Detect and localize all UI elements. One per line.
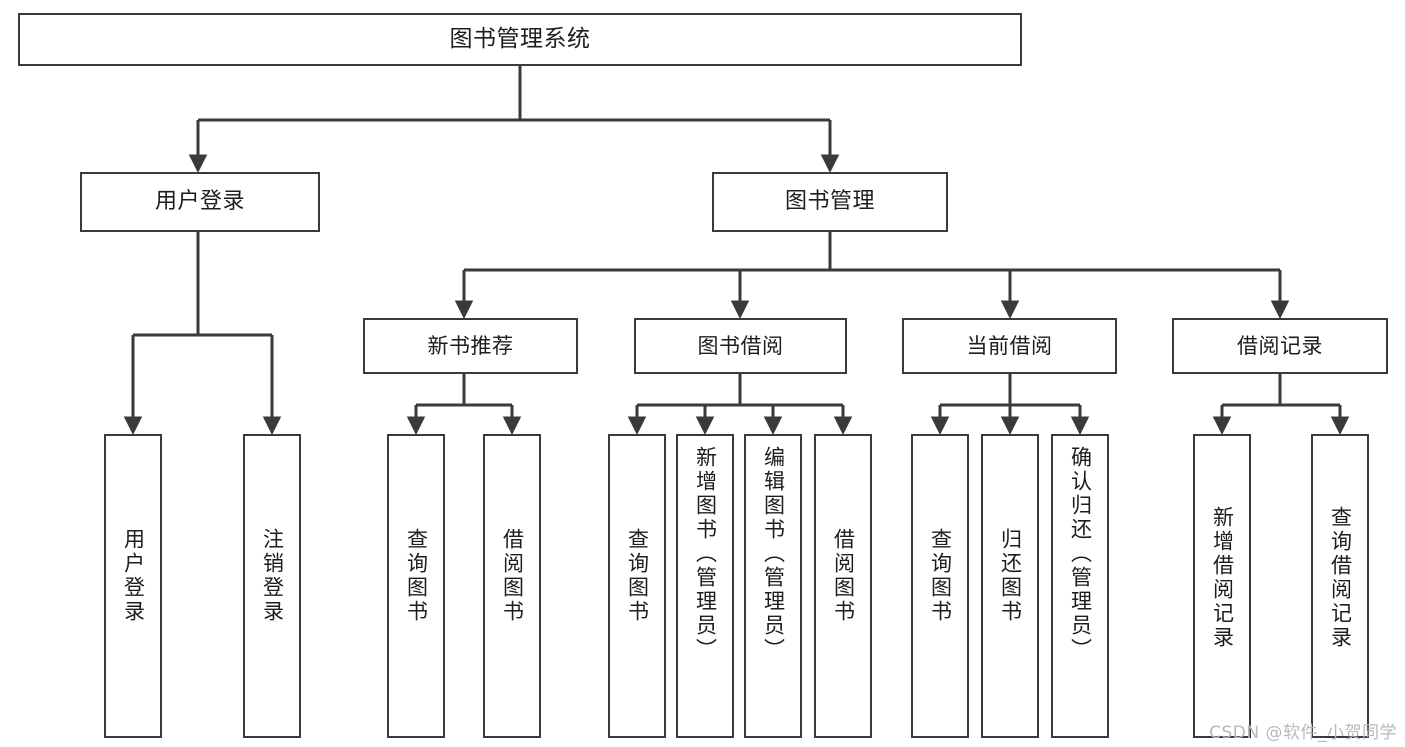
- leaf-add-book-admin[interactable]: 新增图书（管理员）: [676, 434, 734, 738]
- leaf-edit-book-admin[interactable]: 编辑图书（管理员）: [744, 434, 802, 738]
- node-label: 查询图书: [625, 528, 650, 624]
- node-label: 新增图书（管理员）: [693, 446, 718, 662]
- node-label: 编辑图书（管理员）: [761, 446, 786, 662]
- watermark-text: CSDN @软件_小贺同学: [1209, 723, 1397, 743]
- node-book-borrow[interactable]: 图书借阅: [634, 318, 847, 374]
- leaf-borrow-book[interactable]: 借阅图书: [814, 434, 872, 738]
- node-label: 当前借阅: [966, 333, 1053, 358]
- leaf-return-book[interactable]: 归还图书: [981, 434, 1039, 738]
- node-label: 查询借阅记录: [1328, 506, 1353, 650]
- leaf-add-borrow-record[interactable]: 新增借阅记录: [1193, 434, 1251, 738]
- node-label: 确认归还（管理员）: [1068, 446, 1093, 662]
- leaf-query-book-current[interactable]: 查询图书: [911, 434, 969, 738]
- node-label: 图书管理系统: [449, 26, 591, 53]
- leaf-query-book-borrow[interactable]: 查询图书: [608, 434, 666, 738]
- node-label: 借阅图书: [500, 528, 525, 624]
- node-label: 用户登录: [121, 528, 146, 624]
- node-label: 图书管理: [784, 189, 875, 215]
- node-label: 借阅图书: [831, 528, 856, 624]
- node-current-borrow[interactable]: 当前借阅: [902, 318, 1117, 374]
- node-label: 用户登录: [154, 189, 245, 215]
- leaf-borrow-book-recommend[interactable]: 借阅图书: [483, 434, 541, 738]
- leaf-confirm-return-admin[interactable]: 确认归还（管理员）: [1051, 434, 1109, 738]
- node-new-book-recommend[interactable]: 新书推荐: [363, 318, 578, 374]
- leaf-query-book-recommend[interactable]: 查询图书: [387, 434, 445, 738]
- leaf-logout[interactable]: 注销登录: [243, 434, 301, 738]
- node-label: 归还图书: [998, 528, 1023, 624]
- leaf-user-login[interactable]: 用户登录: [104, 434, 162, 738]
- node-label: 借阅记录: [1237, 333, 1323, 358]
- node-label: 新书推荐: [427, 333, 514, 358]
- node-root-system[interactable]: 图书管理系统: [18, 13, 1022, 66]
- node-borrow-record[interactable]: 借阅记录: [1172, 318, 1388, 374]
- node-label: 查询图书: [928, 528, 953, 624]
- node-label: 注销登录: [260, 528, 285, 624]
- node-label: 新增借阅记录: [1210, 506, 1235, 650]
- node-book-management[interactable]: 图书管理: [712, 172, 948, 232]
- node-user-login[interactable]: 用户登录: [80, 172, 320, 232]
- node-label: 查询图书: [404, 528, 429, 624]
- node-label: 图书借阅: [697, 333, 784, 358]
- leaf-query-borrow-record[interactable]: 查询借阅记录: [1311, 434, 1369, 738]
